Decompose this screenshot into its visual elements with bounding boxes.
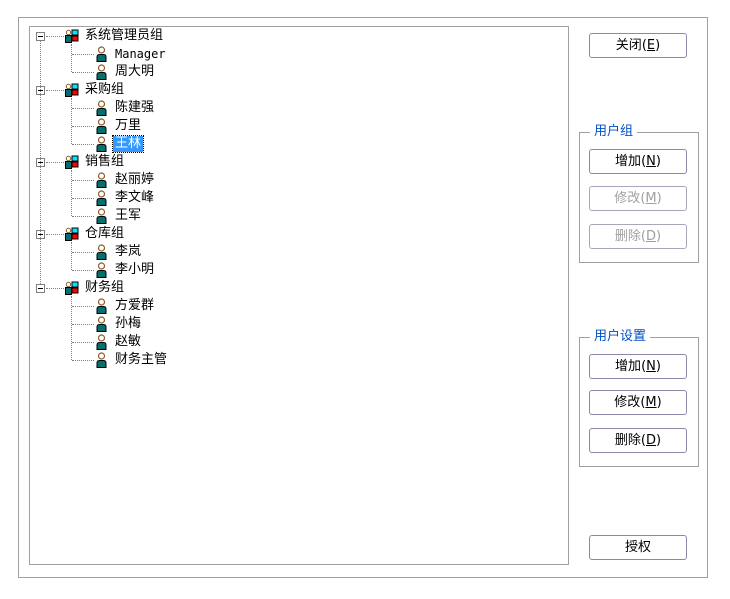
tree-group-node[interactable]: 仓库组 [85,226,125,241]
tree-group-node[interactable]: 财务组 [85,280,125,295]
tree-user-node[interactable]: 孙梅 [115,316,142,331]
tree-connector [71,242,72,270]
user-group-icon [65,227,79,241]
tree-connector [72,54,94,55]
tree-connector [71,296,72,360]
authorize-button[interactable]: 授权 [589,535,687,560]
user-settings-box: 用户设置 [579,329,699,467]
tree-connector [71,170,72,216]
tree-connector [72,252,94,253]
tree-connector [46,162,64,163]
tree-user-node[interactable]: 李小明 [115,262,155,277]
tree-user-node[interactable]: 方爱群 [115,298,155,313]
tree-connector [72,108,94,109]
tree-connector [72,360,94,361]
tree-user-node[interactable]: Manager [115,47,166,61]
user-icon [96,190,107,206]
user-icon [96,298,107,314]
tree-user-node[interactable]: 万里 [115,118,142,133]
tree-user-node[interactable]: 李岚 [115,244,142,259]
tree-connector [46,288,64,289]
user-icon [96,208,107,224]
tree-connector [72,216,94,217]
tree-connector [71,44,72,72]
user-icon [96,316,107,332]
user-group-icon [65,281,79,295]
user-settings-delete-button[interactable]: 删除(D) [589,428,687,453]
tree-user-node[interactable]: 周大明 [115,64,155,79]
tree-connector [72,270,94,271]
dialog-frame [18,17,708,578]
user-group-icon [65,29,79,43]
user-settings-modify-button[interactable]: 修改(M) [589,390,687,415]
tree-connector [40,41,41,284]
collapse-minus-icon[interactable] [36,284,45,293]
user-icon [96,334,107,350]
tree-connector [72,324,94,325]
user-icon [96,64,107,80]
user-icon [96,46,107,62]
user-icon [96,136,107,152]
user-settings-box-title: 用户设置 [590,329,651,345]
tree-user-node[interactable]: 赵敏 [115,334,142,349]
tree-user-node-selected[interactable]: 王林 [111,135,145,153]
user-tree[interactable]: 系统管理员组 Manager 周大明采购组陈建强万里王林销售组赵丽婷李文峰王军仓库组… [29,26,569,565]
tree-connector [72,180,94,181]
user-icon [96,172,107,188]
tree-user-node[interactable]: 赵丽婷 [115,172,155,187]
user-group-modify-button[interactable]: 修改(M) [589,186,687,211]
tree-connector [72,342,94,343]
tree-group-node[interactable]: 采购组 [85,82,125,97]
collapse-minus-icon[interactable] [36,32,45,41]
tree-connector [72,198,94,199]
user-group-box-title: 用户组 [590,124,638,140]
user-icon [96,352,107,368]
tree-connector [71,98,72,144]
tree-connector [72,126,94,127]
tree-connector [72,306,94,307]
tree-group-node[interactable]: 销售组 [85,154,125,169]
user-group-add-button[interactable]: 增加(N) [589,149,687,174]
user-icon [96,262,107,278]
tree-connector [46,90,64,91]
tree-user-node[interactable]: 陈建强 [115,100,155,115]
tree-user-node[interactable]: 财务主管 [115,352,168,367]
user-group-box: 用户组 [579,124,699,263]
tree-connector [46,234,64,235]
tree-user-node[interactable]: 王军 [115,208,142,223]
tree-connector [72,72,94,73]
user-group-icon [65,155,79,169]
user-group-icon [65,83,79,97]
tree-connector [72,144,94,145]
tree-user-node[interactable]: 李文峰 [115,190,155,205]
close-button[interactable]: 关闭(E) [589,33,687,58]
user-group-delete-button[interactable]: 删除(D) [589,224,687,249]
user-icon [96,100,107,116]
user-settings-add-button[interactable]: 增加(N) [589,354,687,379]
user-icon [96,118,107,134]
user-icon [96,244,107,260]
tree-connector [46,36,64,37]
tree-group-node[interactable]: 系统管理员组 [85,28,164,43]
